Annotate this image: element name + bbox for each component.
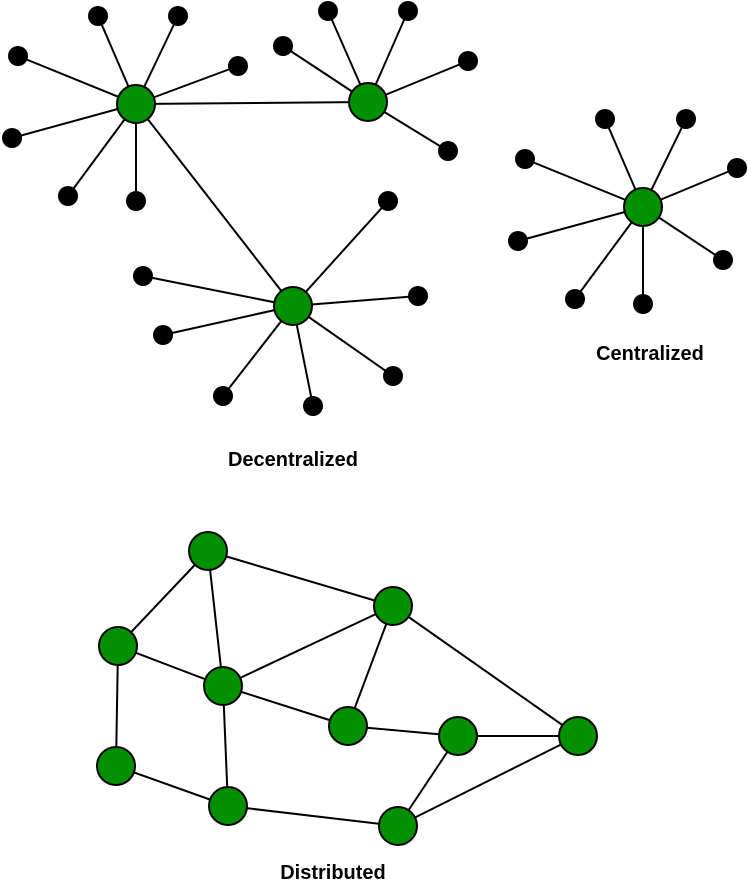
leaf-node [713, 250, 733, 270]
mesh-edge [207, 550, 224, 687]
leaf-node [2, 128, 22, 148]
leaf-node [515, 149, 535, 169]
mesh-node-G [328, 706, 368, 746]
mesh-node-F [208, 786, 248, 826]
leaf-edge [292, 305, 394, 377]
leaf-edge [17, 55, 137, 105]
leaf-node [318, 1, 338, 21]
hub-link-edge [135, 103, 294, 307]
decentralized-hub-3 [273, 286, 313, 326]
leaf-edge [11, 103, 137, 139]
leaf-node [458, 51, 478, 71]
leaf-node [58, 186, 78, 206]
leaf-node [383, 366, 403, 386]
mesh-edge [222, 685, 349, 727]
centralized-label: Centralized [596, 343, 704, 365]
hub-link-edge [135, 101, 369, 105]
mesh-edge [222, 605, 394, 687]
leaf-node [168, 6, 188, 26]
leaf-edge [292, 295, 419, 307]
mesh-node-B [98, 626, 138, 666]
leaf-edge [517, 206, 644, 242]
mesh-node-A [188, 531, 228, 571]
leaf-node [508, 231, 528, 251]
leaf-node [727, 158, 747, 178]
centralized-hub [623, 187, 663, 227]
leaf-node [133, 266, 153, 286]
leaf-node [88, 6, 108, 26]
mesh-edge [347, 605, 394, 727]
mesh-node-J [558, 716, 598, 756]
leaf-node [303, 396, 323, 416]
leaf-node [595, 109, 615, 129]
leaf-node [565, 289, 585, 309]
mesh-edge [392, 605, 579, 737]
leaf-node [378, 191, 398, 211]
mesh-edge [117, 550, 209, 647]
leaf-node [398, 1, 418, 21]
leaf-node [8, 46, 28, 66]
mesh-node-C [203, 666, 243, 706]
decentralized-hub-2 [348, 82, 388, 122]
leaf-node [153, 325, 173, 345]
mesh-edge [227, 805, 399, 827]
mesh-node-D [373, 586, 413, 626]
leaf-node [676, 109, 696, 129]
leaf-node [273, 36, 293, 56]
leaf-node [438, 141, 458, 161]
leaf-node [126, 191, 146, 211]
decentralized-label: Decentralized [228, 449, 358, 471]
leaf-edge [162, 305, 294, 336]
leaf-edge [524, 158, 644, 208]
mesh-edge [397, 735, 579, 827]
leaf-edge [142, 275, 294, 307]
leaf-node [408, 286, 428, 306]
leaf-node [633, 294, 653, 314]
mesh-node-H [378, 806, 418, 846]
leaf-node [213, 386, 233, 406]
mesh-edge [222, 685, 229, 807]
mesh-edge [115, 645, 119, 767]
decentralized-hub-1 [116, 84, 156, 124]
leaf-edge [292, 200, 389, 307]
distributed-label: Distributed [280, 862, 386, 884]
mesh-node-E [96, 746, 136, 786]
mesh-edge [207, 550, 394, 607]
mesh-node-I [438, 716, 478, 756]
leaf-node [228, 56, 248, 76]
